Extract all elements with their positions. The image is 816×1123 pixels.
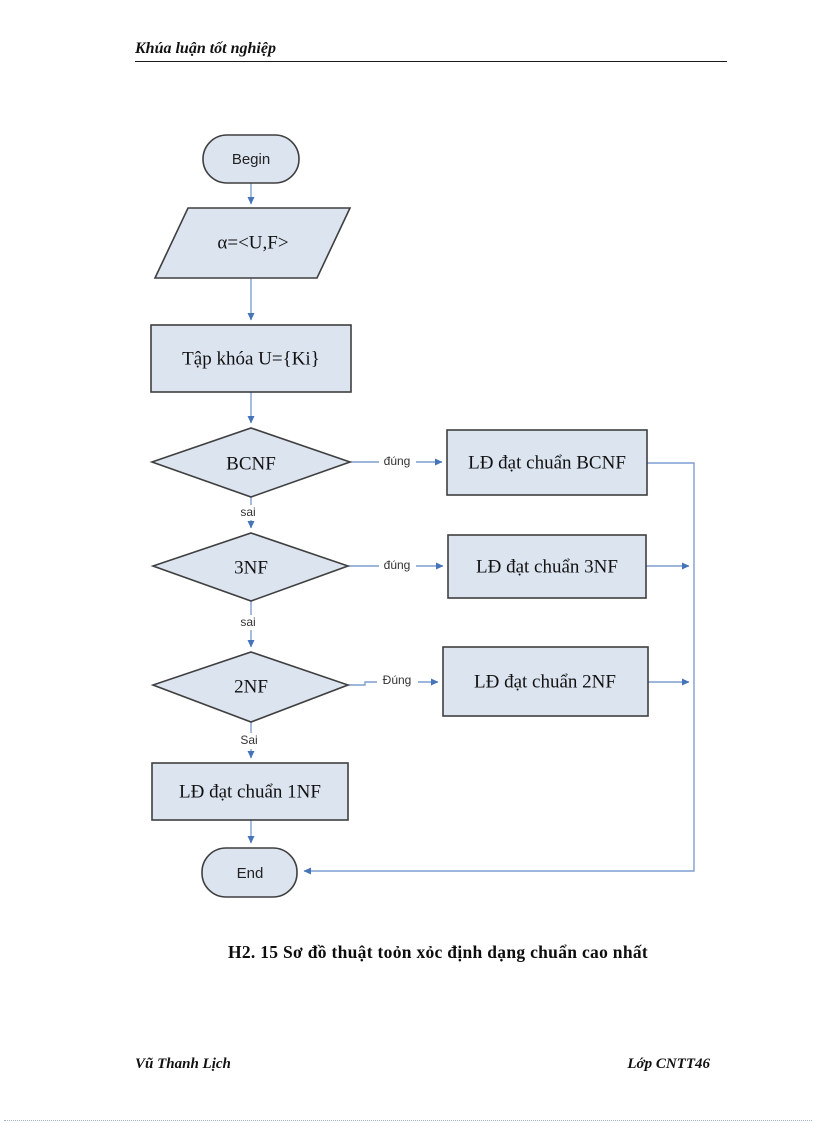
node-input-parallelogram [153, 207, 352, 279]
node-end [201, 847, 298, 898]
footer-class: Lớp CNTT46 [627, 1056, 710, 1072]
node-2nf-result-label: LĐ đạt chuẩn 2NF [474, 671, 616, 692]
node-2nf-decision [150, 651, 351, 723]
node-3nf-decision [150, 532, 351, 602]
node-bcnf-result [446, 429, 648, 496]
edge-label-bg [233, 615, 263, 630]
page-bottom-divider [4, 1120, 812, 1121]
figure-caption: H2. 15 Sơ đồ thuật toỏn xỏc định dạng ch… [227, 942, 649, 962]
header-title: Khúa luận tốt nghiệp [135, 40, 276, 57]
node-3nf-result-label: LĐ đạt chuẩn 3NF [476, 556, 618, 577]
node-2nf-result [442, 646, 649, 717]
node-begin [202, 134, 300, 184]
edge-label-bg [233, 505, 263, 520]
footer-author: Vũ Thanh Lịch [135, 1056, 231, 1072]
edge-label-bg [379, 454, 416, 470]
page-footer: Vũ Thanh Lịch Lớp CNTT46 [135, 1056, 710, 1073]
node-2nf-label: 2NF [234, 676, 268, 697]
node-begin-label: Begin [232, 151, 270, 168]
edge-label-bcnf-no: sai [240, 505, 255, 519]
node-3nf-result [447, 534, 647, 599]
edge-label-3nf-no: sai [240, 615, 255, 629]
node-bcnf-decision [149, 427, 353, 498]
node-end-label: End [237, 865, 264, 882]
edge-label-2nf-no: Sai [240, 733, 257, 747]
node-bcnf-label: BCNF [226, 453, 276, 474]
node-keys-label: Tập khóa U={Ki} [182, 348, 320, 369]
edge-label-3nf-yes: đúng [384, 558, 411, 572]
edge-label-bg [379, 558, 416, 574]
node-1nf-result [151, 762, 349, 821]
node-keys [150, 324, 352, 393]
node-3nf-label: 3NF [234, 557, 268, 578]
edge-label-bg [232, 733, 266, 749]
edge-bcnf-result-to-end [303, 462, 695, 875]
edge-label-bcnf-yes: đúng [384, 454, 411, 468]
edge-label-2nf-yes: Đúng [383, 673, 412, 687]
node-1nf-result-label: LĐ đạt chuẩn 1NF [179, 781, 321, 802]
node-bcnf-result-label: LĐ đạt chuẩn BCNF [468, 452, 626, 473]
node-input-label: α=<U,F> [217, 232, 288, 253]
page-header: Khúa luận tốt nghiệp [135, 40, 727, 62]
edge-label-bg [377, 673, 418, 689]
